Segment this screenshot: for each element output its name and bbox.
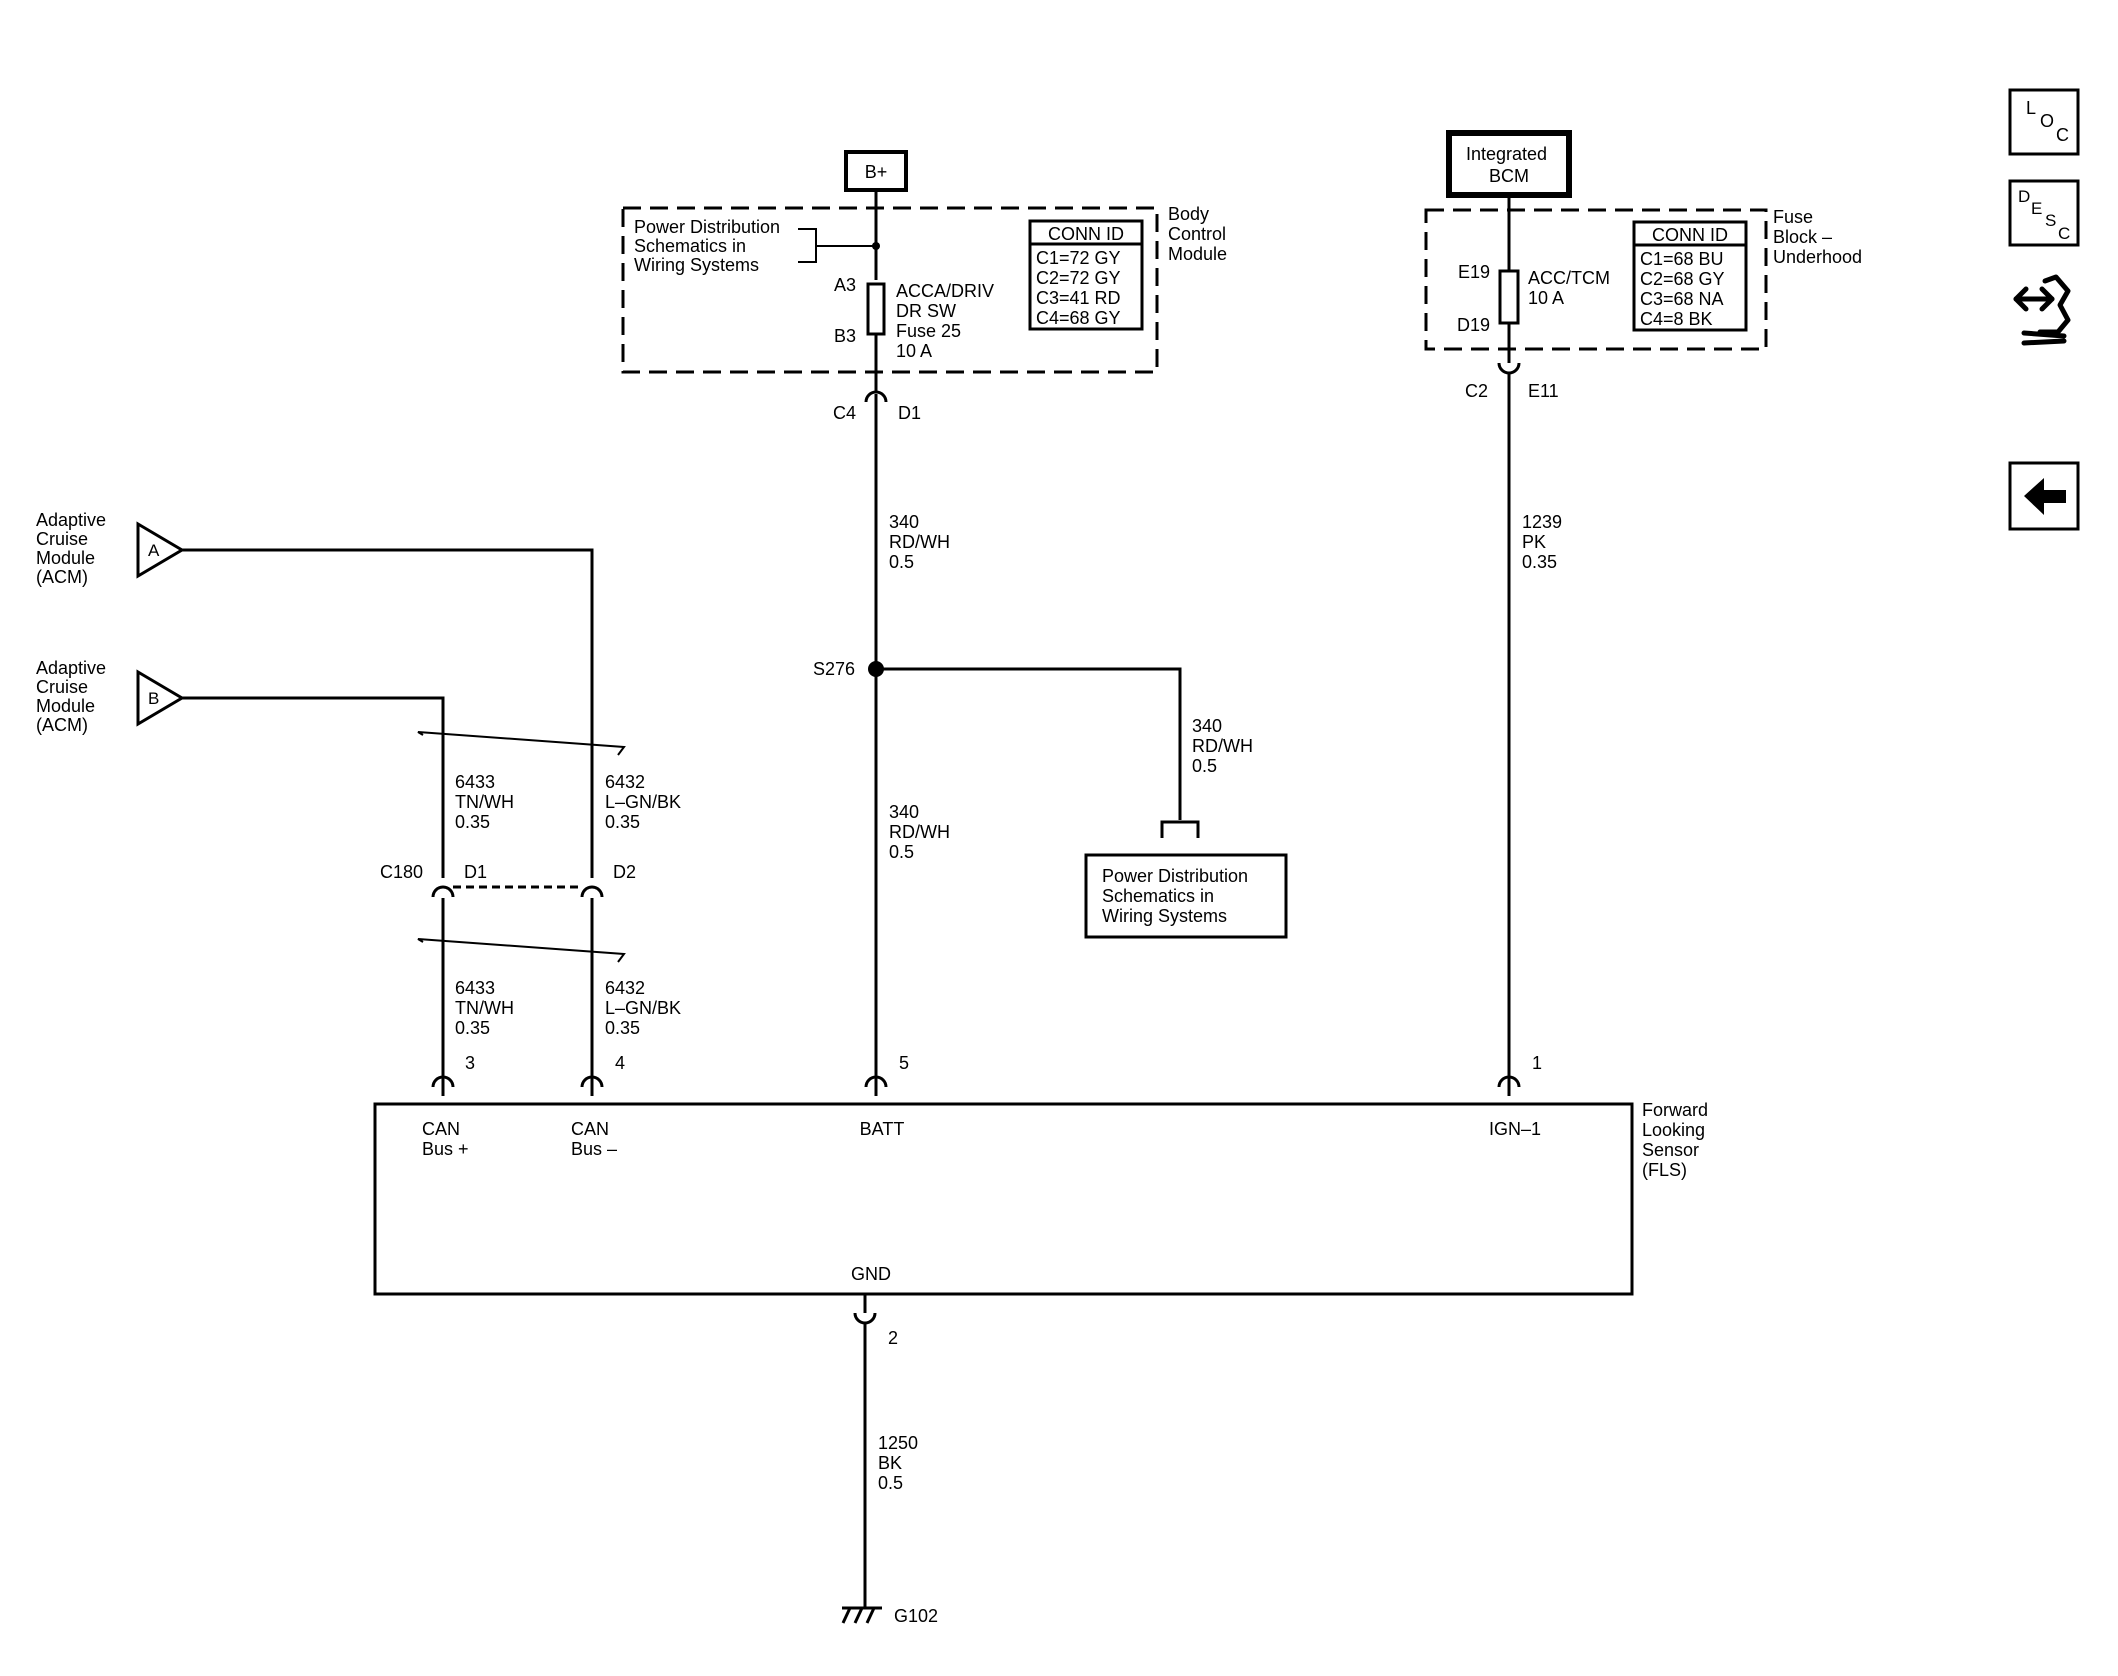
- fls-gnd-label: GND: [851, 1264, 891, 1284]
- fuse-25: [866, 282, 886, 336]
- twisted-pair-upper: [417, 731, 626, 756]
- batt-wire-upper-label: 340 RD/WH 0.5: [889, 512, 955, 572]
- fuse-block-conn-id-table: CONN ID C1=68 BU C2=68 GY C3=68 NA C4=8 …: [1632, 220, 1748, 332]
- power-distribution-ref-box[interactable]: Power Distribution Schematics in Wiring …: [1084, 853, 1288, 939]
- b-plus-label: B+: [865, 162, 888, 182]
- conn-id-rows: C1=72 GY C2=72 GY C3=41 RD C4=68 GY: [1036, 248, 1126, 328]
- bcm-connector-d1-label: D1: [898, 403, 921, 423]
- fuse-block-pin-e19: E19: [1458, 262, 1490, 282]
- fuse-acc-tcm-label: ACC/TCM 10 A: [1528, 268, 1615, 308]
- conn-id-title: CONN ID: [1652, 225, 1728, 245]
- fls-can-bus-plus-label: CAN Bus +: [422, 1119, 469, 1159]
- connector-c180-pin-d2: D2: [613, 862, 636, 882]
- fls-pin-connectors: [431, 1075, 1521, 1088]
- bcm-pin-b3: B3: [834, 326, 856, 346]
- connector-c180: [431, 878, 604, 898]
- connector-c180-pin-d1: D1: [464, 862, 487, 882]
- fuse-block-connector-e11-label: E11: [1528, 381, 1559, 401]
- integrated-bcm-source: Integrated BCM: [1446, 130, 1572, 198]
- twisted-pair-lower: [417, 938, 626, 963]
- splice-s276-label: S276: [813, 659, 855, 679]
- can-plus-upper-wire-label: 6433 TN/WH 0.35: [455, 772, 519, 832]
- fuse-block-pin-d19: D19: [1457, 315, 1490, 335]
- bcm-connector-c4: [864, 390, 888, 403]
- can-minus-upper-wire-label: 6432 L–GN/BK 0.35: [605, 772, 686, 832]
- back-arrow-icon: [2024, 478, 2066, 515]
- fuse-block-connector-c2: [1497, 362, 1521, 375]
- ground-symbol-icon: [841, 1606, 882, 1624]
- acm-a-label: Adaptive Cruise Module (ACM): [36, 510, 111, 587]
- can-plus-lower-wire-label: 6433 TN/WH 0.35: [455, 978, 519, 1038]
- conn-id-rows: C1=68 BU C2=68 GY C3=68 NA C4=8 BK: [1640, 249, 1729, 329]
- svg-text:Power Distribution Schem: Power Distribution Schematics in Wiring …: [1102, 866, 1253, 926]
- bcm-power-distribution-ref: Power Distribution Schematics in Wiring …: [634, 217, 785, 275]
- loc-letter-c: C: [2056, 125, 2069, 145]
- desc-button[interactable]: D E S C: [2008, 179, 2080, 247]
- ign-wire-label: 1239 PK 0.35: [1522, 512, 1567, 572]
- fls-pin-4: 4: [615, 1053, 625, 1073]
- ground-g102-label: G102: [894, 1606, 938, 1626]
- branch-wire-label: 340 RD/WH 0.5: [1192, 716, 1258, 776]
- connector-end-view-icon[interactable]: [2013, 274, 2071, 346]
- fuse-25-label: ACCA/DRIV DR SW Fuse 25 10 A: [896, 281, 999, 361]
- b-plus-source: B+: [844, 150, 908, 192]
- ground-wire-label: 1250 BK 0.5: [878, 1433, 923, 1493]
- desc-letter-s: S: [2045, 211, 2056, 230]
- loc-button[interactable]: L O C: [2008, 88, 2080, 156]
- fls-ign-label: IGN–1: [1489, 1119, 1541, 1139]
- svg-text:A: A: [148, 541, 160, 560]
- body-control-module-box: [621, 206, 1159, 374]
- can-minus-lower-wire-label: 6432 L–GN/BK 0.35: [605, 978, 686, 1038]
- connector-c180-label: C180: [380, 862, 423, 882]
- fuse-block-underhood-box: [1424, 208, 1768, 351]
- loc-letter-o: O: [2040, 111, 2054, 131]
- conn-id-title: CONN ID: [1048, 224, 1124, 244]
- forward-looking-sensor-label: Forward Looking Sensor (FLS): [1642, 1100, 1713, 1180]
- svg-text:Integrated BCM: Integrated BCM: [1466, 144, 1552, 186]
- desc-letter-e: E: [2031, 199, 2042, 218]
- fuse-block-underhood-label: Fuse Block – Underhood: [1773, 207, 1862, 267]
- bcm-conn-id-table: CONN ID C1=72 GY C2=72 GY C3=41 RD C4=68…: [1028, 219, 1144, 331]
- fls-ground-connector: [853, 1312, 877, 1325]
- acm-a-marker[interactable]: A: [136, 521, 185, 579]
- body-control-module-label: Body Control Module: [1168, 204, 1231, 264]
- fls-pin-3: 3: [465, 1053, 475, 1073]
- svg-text:B: B: [148, 689, 159, 708]
- fls-pin-2: 2: [888, 1328, 898, 1348]
- back-arrow-button[interactable]: [2008, 461, 2080, 531]
- acm-b-label: Adaptive Cruise Module (ACM): [36, 658, 111, 735]
- batt-wire-lower-label: 340 RD/WH 0.5: [889, 802, 955, 862]
- fls-batt-label: BATT: [860, 1119, 905, 1139]
- desc-letter-d: D: [2018, 187, 2030, 206]
- fuse-acc-tcm: [1498, 269, 1520, 325]
- fuse-block-connector-c2-label: C2: [1465, 381, 1488, 401]
- bcm-pin-a3: A3: [834, 275, 856, 295]
- forward-looking-sensor-box[interactable]: [373, 1102, 1634, 1296]
- loc-letter-l: L: [2026, 98, 2036, 118]
- fls-pin-5: 5: [899, 1053, 909, 1073]
- bcm-connector-c4-label: C4: [833, 403, 856, 423]
- fls-pin-1: 1: [1532, 1053, 1542, 1073]
- acm-b-marker[interactable]: B: [136, 669, 185, 727]
- fls-can-bus-minus-label: CAN Bus –: [571, 1119, 617, 1159]
- desc-letter-c: C: [2058, 224, 2070, 243]
